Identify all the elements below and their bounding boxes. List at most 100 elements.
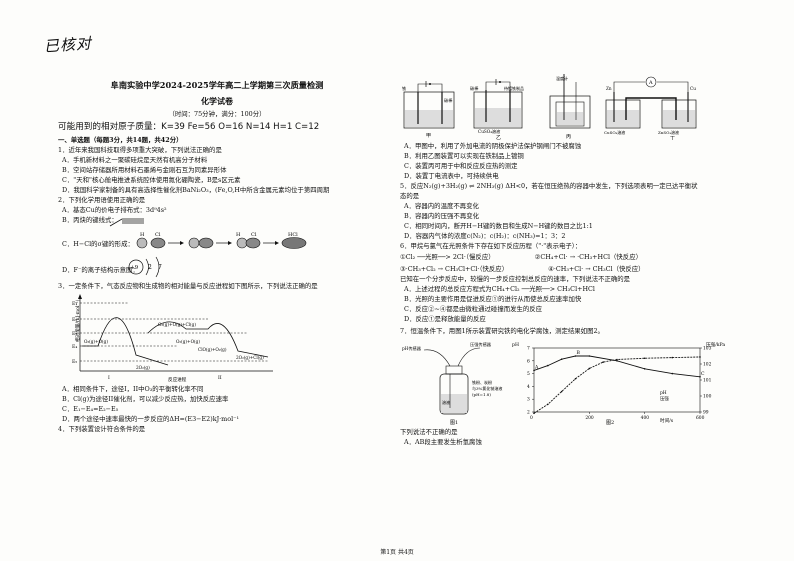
question-1-option-a: A．手机新材料之一聚碳硅烷是天然有机高分子材料: [62, 155, 208, 164]
ammeter-icon: [645, 76, 657, 88]
fig2-data-point: [547, 364, 549, 367]
species-4: 2O₂(g): [136, 365, 150, 370]
fig2-x-tick-label: 600: [696, 416, 705, 421]
apparatus-label-jia: 甲: [426, 133, 431, 139]
propyne-skeletal-formula-icon: [109, 218, 144, 227]
fig2-x-tick-label: 200: [585, 416, 594, 421]
fig2-data-point: [588, 355, 591, 357]
fig2-data-point: [671, 356, 674, 359]
h-orbital-icon: [136, 237, 148, 249]
fig2-point-label: A: [534, 364, 539, 370]
reaction-4: ④·CH₃+Cl· → CH₃Cl（快反应）: [548, 265, 645, 273]
fig2-data-point: [616, 360, 618, 362]
fig2-data-point: [533, 412, 535, 415]
species-3: O₂(g)+O(g): [176, 339, 200, 344]
fig2-y-tick-label: 4: [527, 385, 530, 390]
question-4-option-c: C．装置丙可用于中和反应反应热的测定: [404, 162, 518, 170]
question-4: 4．下列装置设计符合条件的是: [58, 424, 146, 433]
fig2-data-point: [616, 358, 618, 361]
species-1: O₃(g)+O(g): [84, 339, 108, 344]
fig1-iron-carbon: 铁粉、炭粉: [472, 379, 492, 385]
question-4-option-d: D．装置丁电流表中，可持续供电: [404, 172, 499, 180]
question-4-option-b: B．利用乙图装置可以实现在铁制品上镀铜: [404, 152, 524, 160]
page-footer: 第1页 共4页: [380, 549, 414, 556]
sigma-label-cl2: Cl: [251, 232, 257, 238]
fig2-y2-tick-label: 102: [703, 363, 712, 368]
question-3-option-a: A．相同条件下，途径I，II中O₃的平衡转化率不同: [62, 384, 204, 393]
exam-time-info: （时间：75分钟，满分：100分）: [168, 110, 266, 119]
fig2-data-point: [699, 356, 701, 358]
sigma-label-hcl: HCl: [288, 232, 298, 238]
handwritten-note: 已核对: [43, 34, 93, 56]
path-label-i: I: [108, 375, 110, 381]
reaction-2: ②CH₄+Cl· → ·CH₃+HCl（快反应）: [534, 253, 642, 261]
fig2-y-tick-label: 3: [527, 398, 530, 403]
figure-1-apparatus: pH传感器 压强传感器 铁粉、炭粉 与3%氯化钠溶液 (pH=1.8) 溶液 图…: [402, 341, 502, 426]
fig2-y2-tick-label: 100: [703, 395, 712, 400]
question-7-stem: 下列说法不正确的是: [400, 428, 458, 436]
question-5-continued: 态的是: [400, 192, 420, 200]
energy-axis-label: 相对能量/(kJ·mol⁻¹): [74, 299, 81, 342]
energy-level-e4: E₄: [72, 344, 77, 350]
fig2-x-tick-label: 0: [530, 416, 533, 421]
energy-diagram: 相对能量/(kJ·mol⁻¹) E₁ E₂ E₃ E₄ E₅ O₃(g)+O(g…: [58, 293, 376, 383]
sigma-label-h2: H: [236, 232, 241, 238]
question-6-option-d: D．反应①是释放能量的反应: [404, 315, 486, 323]
fig2-legend-ph: pH: [660, 391, 667, 396]
fig2-series-line-ph: [533, 356, 701, 414]
apparatus-tag-iron: 铁: [402, 85, 407, 92]
fig2-legend-pressure: 压强: [660, 396, 669, 402]
apparatus-label-yi: 乙: [496, 134, 501, 140]
fig2-y-tick-label: 6: [527, 359, 530, 364]
fig2-data-point: [533, 369, 535, 372]
reaction-3: ③·CH₃+Cl₂ → CH₃Cl+Cl·（快反应）: [400, 265, 509, 273]
energy-x-label: 反应进程: [168, 376, 187, 383]
question-2-option-c-row: C．H−Cl的σ键的形成： H Cl H Cl HCl: [58, 230, 376, 252]
reaction-1: ①Cl₂ ──光照──> 2Cl·（慢反应）: [400, 253, 495, 261]
right-column: 铁 碳棒 甲 碳棒 待镀铁制品 CuSO₄溶液 乙: [400, 72, 730, 446]
fig2-data-point: [699, 376, 701, 378]
fig2-caption: 图2: [606, 420, 614, 426]
species-5: ClO(g)+O₂(g): [198, 347, 227, 352]
question-5-option-c: C．相同时间内，断开H−H键的数目和生成N−H键的数目之比1:1: [404, 222, 593, 230]
fig2-y2-tick-label: 103: [703, 347, 712, 352]
question-6-option-b: B．光照的主要作用是促进反应①的进行从而使总反应速率加快: [404, 295, 582, 303]
fig2-data-point: [574, 355, 577, 357]
fig2-y-tick-label: 7: [527, 347, 530, 352]
fluoride-ion-structure-diagram: +9 2 7: [128, 256, 162, 278]
question-1-option-d: D．我国科学家制备的具有高选择性催化剂BaNi₂O₃，(Fe,O,H中所含金属元…: [62, 185, 330, 194]
atomic-masses: 可能用到的相对原子质量：K=39 Fe=56 O=16 N=14 H=1 C=1…: [58, 122, 320, 133]
fig2-ylabel-right: 压强/kPa: [706, 342, 725, 348]
fig1-ph-value: (pH=1.8): [472, 392, 491, 397]
fig2-data-point: [560, 390, 563, 393]
apparatus-tag-plated-item: 待镀铁制品: [504, 85, 524, 91]
section-1-heading: 一、单选题（每题3分，共14题，共42分）: [58, 135, 183, 144]
fig2-data-point: [643, 357, 646, 360]
fig2-y-tick-label: 5: [527, 372, 530, 377]
apparatus-tag-ammeter: A: [648, 80, 653, 86]
energy-level-e5: E₅: [72, 359, 77, 365]
apparatus-tag-cu: Cu: [690, 86, 696, 91]
species-2: O₃(g)+O(g)+Cl(g): [158, 322, 196, 327]
question-6-reactions-row-2: ③·CH₃+Cl₂ → CH₃Cl+Cl·（快反应） ④·CH₃+Cl· → C…: [400, 265, 730, 273]
apparatus-tag-znso4: ZnSO₄溶液: [658, 129, 679, 135]
fig2-point-label: C: [701, 371, 705, 377]
fig2-plot-frame: [533, 347, 701, 413]
path-label-ii: II: [218, 375, 222, 381]
question-2-option-b: B．丙炔的键线式：: [62, 215, 118, 224]
apparatus-label-bing: 丙: [566, 134, 571, 140]
question-6-reactions-row-1: ①Cl₂ ──光照──> 2Cl·（慢反应） ②CH₄+Cl· → ·CH₃+H…: [400, 253, 730, 261]
reaction-path-i: [82, 317, 169, 366]
fig1-pressure-sensor: 压强传感器: [470, 341, 492, 348]
fig2-xlabel: 时间/s: [660, 417, 674, 424]
question-3: 3．一定条件下，气态反应物和生成物的相对能量与反应进程如下图所示，下列说法正确的…: [58, 281, 318, 290]
fig1-caption: 图1: [450, 420, 458, 426]
question-2-option-d: D．F⁻的离子结构示意图：: [62, 265, 139, 274]
shell-1-electrons: 2: [148, 264, 152, 271]
fig1-solution: 溶液: [442, 399, 450, 405]
fig2-data-point: [643, 368, 646, 370]
question-1-option-b: B．空间站存储器所用材料石墨烯与金刚石互为同素异形体: [62, 165, 227, 174]
question-2-option-b-row: B．丙炔的键线式：: [58, 216, 376, 228]
reaction-path-ii: [147, 321, 269, 358]
